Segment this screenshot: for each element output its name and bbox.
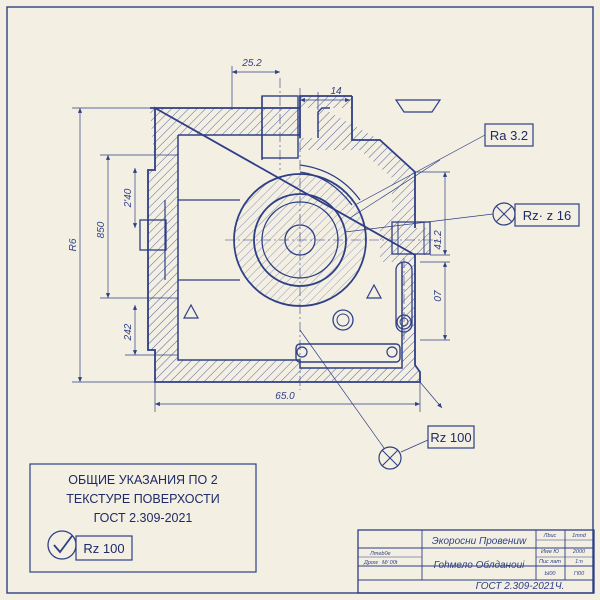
notes-line-1: ОБЩИЕ УКАЗАНИЯ ПО 2 [68,473,217,487]
tb-col-1: Лbuc [543,533,557,539]
tb-row-label-2: Дpow [363,560,379,566]
title-line-2: Гоhмело Облданоиi [434,559,526,571]
tb-small-d: 1:n [575,559,583,565]
title-line-1: Экоросни Провениw [432,536,527,547]
notes-line-2: ТЕКСТУРЕ ПОВЕРХОСТИ [66,492,220,506]
dim-left-overall: R6 [68,238,79,251]
rz-bottom-callout-label: Rz 100 [430,430,471,445]
title-standard: ГОСТ 2.309-2021Ч. [476,581,565,592]
tb-small-e: Ы00 [545,571,557,577]
roughness-callouts: Ra 3.2 Rz· z 16 Rz 100 [299,123,580,470]
title-block: Экоросни Провениw Гоhмело Облданоиi ГОСТ… [357,529,595,594]
ra-callout-label: Ra 3.2 [490,128,528,143]
rz-note-box [75,535,133,561]
tb-small-b: 2000 [572,549,586,555]
tb-small-a: Иwe Ю [541,549,559,555]
tb-small-f: Гl00 [574,571,585,577]
rz-note-label: Rz 100 [83,541,124,556]
sheet-border [6,6,594,594]
notes-line-3: ГОСТ 2.309-2021 [94,511,193,525]
rz-bottom-callout-box [427,425,475,449]
part-section-view [139,78,442,390]
hatched-walls [148,96,430,382]
rz-bottom-check-icon [378,446,402,470]
dimension-lines [72,66,450,412]
dim-top-width: 25.2 [241,58,262,69]
checkmark-circle-icon [47,530,77,560]
dim-left-upper: 2'40 [123,188,134,208]
dim-top-small: 14 [330,86,342,97]
rz-z-callout-label: Rz· z 16 [523,208,571,223]
tb-col-2: 1mnd [572,533,587,539]
tb-row-label-3: M/ 00t [382,560,398,566]
dim-bottom-width: 65.0 [275,391,295,402]
dim-right-upper: 41.2 [433,230,444,250]
dim-right-lower: 07 [433,290,444,302]
tb-small-c: Пис лam [539,559,561,565]
general-notes-panel: ОБЩИЕ УКАЗАНИЯ ПО 2 ТЕКСТУРЕ ПОВЕРХОСТИ … [29,463,257,573]
dimension-texts: 25.2 14 R6 850 2'40 242 65.0 41.2 07 [68,58,444,402]
tb-row-label-1: Лmeb0e [369,551,391,557]
dim-left-lower: 242 [123,323,134,341]
dim-left-mid: 850 [96,221,107,238]
rz-z-callout-box [514,203,580,227]
